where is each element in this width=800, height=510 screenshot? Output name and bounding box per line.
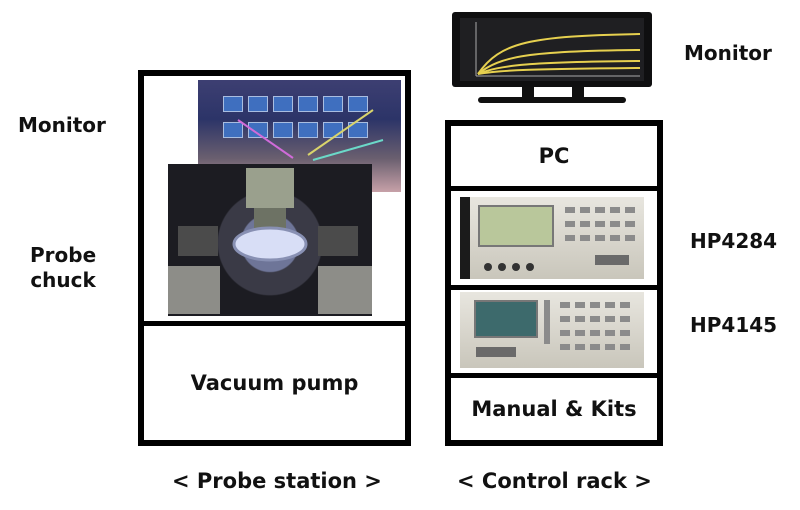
probe-chuck-label: Probe chuck <box>30 243 97 292</box>
monitor-graphic <box>452 12 652 87</box>
probe-chuck-photo <box>168 164 372 316</box>
hp4284-label: HP4284 <box>690 229 778 253</box>
probe-station-divider <box>138 321 411 326</box>
hp4145-photo <box>460 292 644 368</box>
monitor-label-right: Monitor <box>684 41 772 65</box>
rack-divider-1 <box>445 186 663 191</box>
manual-kits-label: Manual & Kits <box>471 397 637 421</box>
control-rack-caption: < Control rack > <box>457 469 652 493</box>
monitor-stand-right <box>572 87 584 97</box>
hp4284-photo <box>460 197 644 279</box>
rack-divider-2 <box>445 285 663 290</box>
pc-label: PC <box>538 144 570 168</box>
hp4145-label: HP4145 <box>690 313 778 337</box>
probe-station-caption: < Probe station > <box>172 469 382 493</box>
rack-divider-3 <box>445 373 663 378</box>
monitor-stand-left <box>522 87 534 97</box>
monitor-base <box>478 97 626 103</box>
monitor-screen <box>460 18 644 81</box>
control-rack-frame <box>445 120 663 446</box>
vacuum-pump-label: Vacuum pump <box>190 371 359 395</box>
monitor-label-left: Monitor <box>18 113 106 137</box>
